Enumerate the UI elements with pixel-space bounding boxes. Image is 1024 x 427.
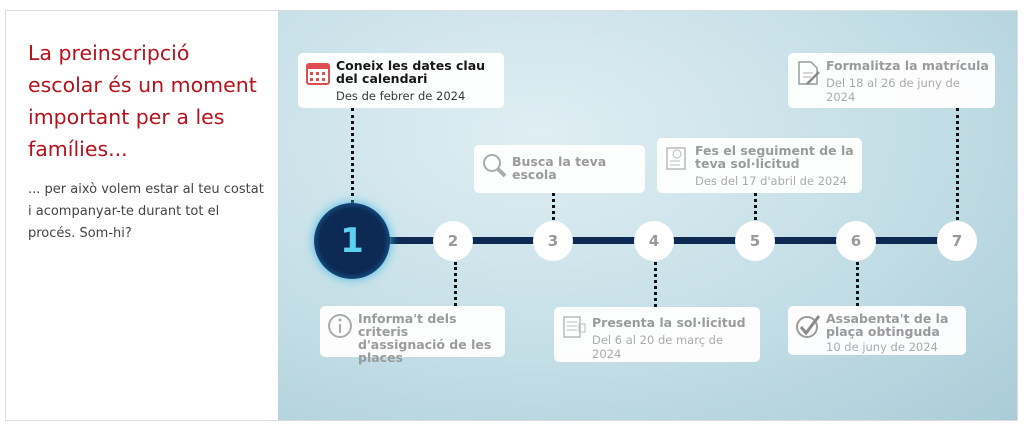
info-icon bbox=[326, 312, 354, 340]
step-date: Des del 17 d'abril de 2024 bbox=[695, 174, 847, 188]
step-card-2[interactable]: Informa't dels criteris d'assignació de … bbox=[320, 306, 505, 364]
connector-2 bbox=[454, 262, 457, 306]
checklist-icon bbox=[663, 144, 691, 172]
step-title: Formalitza la matrícula bbox=[826, 58, 989, 73]
step-title: Coneix les dates clau del calendari bbox=[336, 58, 486, 86]
step-node-5[interactable]: 5 bbox=[735, 221, 775, 261]
step-date: 10 de juny de 2024 bbox=[826, 340, 938, 354]
step-title: Fes el seguiment de la teva sol·licitud bbox=[695, 143, 854, 171]
connector-4 bbox=[654, 262, 657, 307]
step-date: Del 18 al 26 de juny de 2024 bbox=[826, 76, 960, 104]
step-node-4[interactable]: 4 bbox=[634, 221, 674, 261]
step-title: Assabenta't de la plaça obtinguda bbox=[826, 311, 949, 339]
step-date: Del 6 al 20 de març de 2024 bbox=[592, 333, 724, 361]
step-title: Presenta la sol·licitud bbox=[592, 315, 746, 330]
step-node-1[interactable]: 1 bbox=[314, 203, 390, 279]
step-date: Des de febrer de 2024 bbox=[336, 89, 466, 103]
document-edit-icon bbox=[794, 59, 822, 87]
step-node-6[interactable]: 6 bbox=[836, 221, 876, 261]
step-card-3[interactable]: Busca la teva escola bbox=[474, 145, 645, 193]
step-node-7[interactable]: 7 bbox=[937, 221, 977, 261]
step-node-3[interactable]: 3 bbox=[533, 221, 573, 261]
intro-text: ... per això volem estar al teu costat i… bbox=[28, 182, 264, 241]
check-icon bbox=[794, 312, 822, 340]
connector-6 bbox=[856, 262, 859, 306]
connector-5 bbox=[754, 193, 757, 220]
calendar-icon bbox=[304, 59, 332, 87]
connector-3 bbox=[552, 193, 555, 220]
connector-7 bbox=[956, 108, 959, 220]
form-icon bbox=[560, 313, 588, 341]
timeline-graphic: 1 2 3 4 5 6 7 Coneix les dates clau del … bbox=[278, 11, 1017, 420]
step-title: Busca la teva escola bbox=[512, 154, 607, 182]
intro-panel: La preinscripció escolar és un moment im… bbox=[28, 37, 268, 245]
step-node-2[interactable]: 2 bbox=[433, 221, 473, 261]
step-title: Informa't dels criteris d'assignació de … bbox=[358, 311, 492, 365]
intro-title: La preinscripció escolar és un moment im… bbox=[28, 41, 257, 161]
search-icon bbox=[480, 151, 508, 179]
connector-1 bbox=[351, 108, 354, 203]
